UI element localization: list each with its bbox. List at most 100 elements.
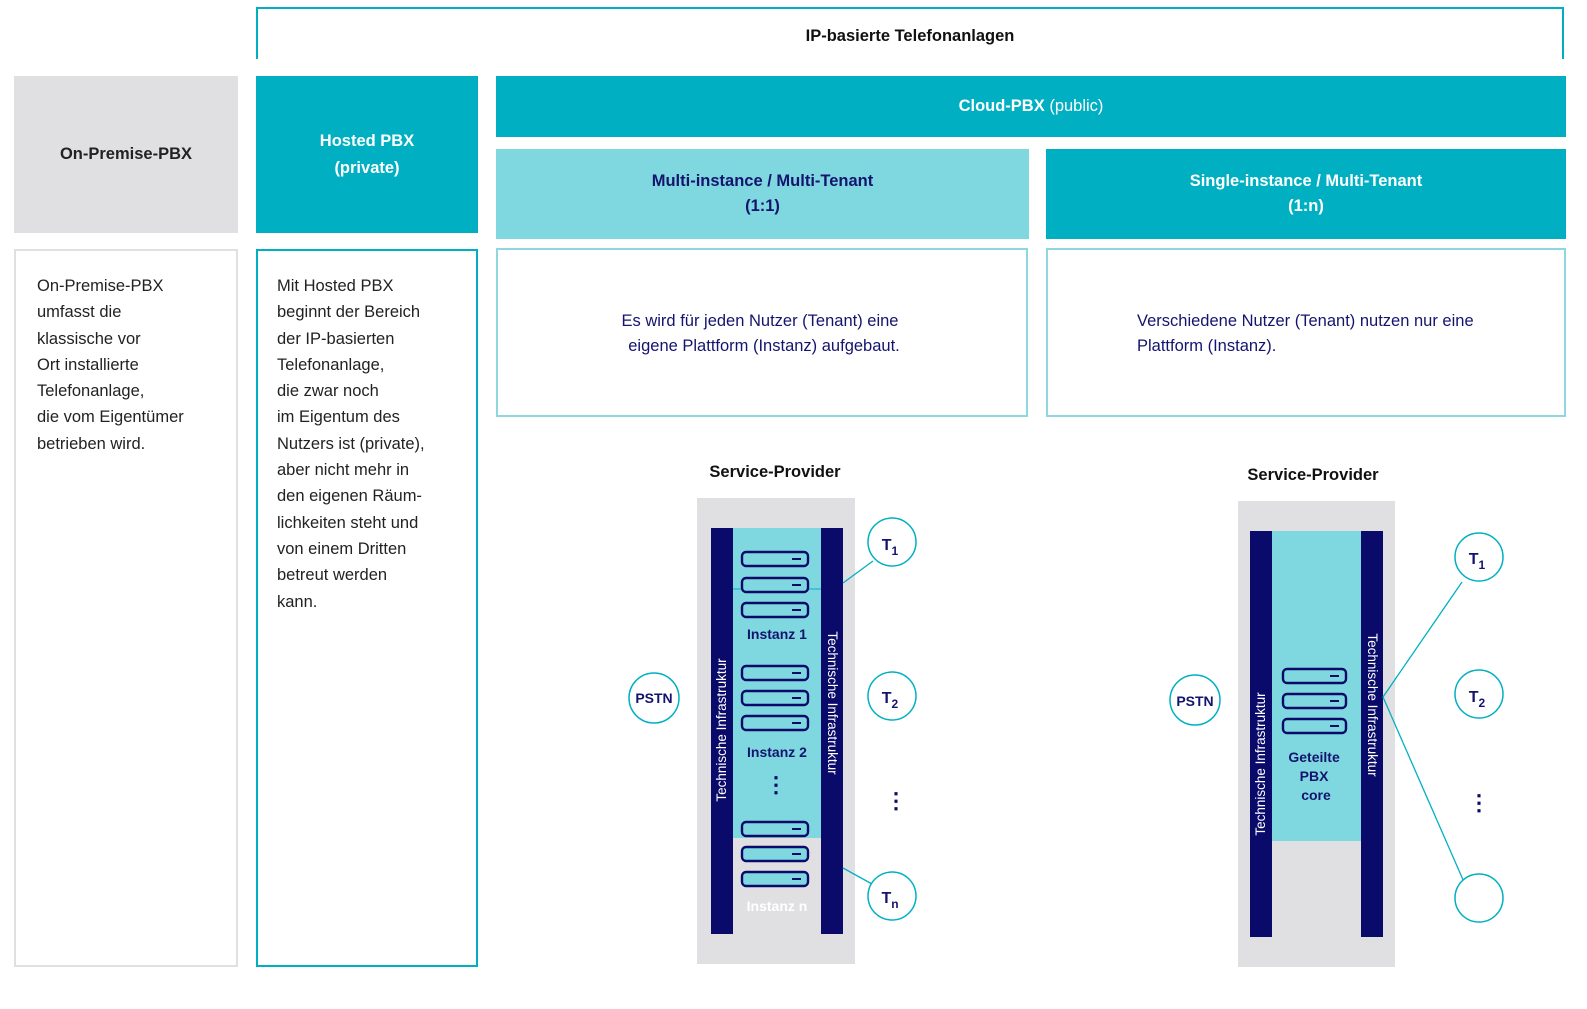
single-header-line2: (1:n) <box>1288 197 1324 215</box>
infra-bar-left <box>1250 531 1272 937</box>
infra-label-left: Technische Infrastruktur <box>714 658 729 802</box>
tenant-base: T <box>1469 551 1479 568</box>
left-provider-label: Service-Provider <box>709 462 841 481</box>
ellipsis-vertical: ⋮ <box>885 788 907 813</box>
single-header: Single-instance / Multi-Tenant (1:n) <box>1046 149 1566 239</box>
cloud-header-rest: (public) <box>1044 97 1104 115</box>
core-label: Geteilte PBX core <box>1288 749 1343 803</box>
tenant-connector <box>1382 696 1465 883</box>
tenant-label: T1 <box>1469 551 1486 572</box>
tenant-label: Tn <box>881 890 898 911</box>
infra-bar-right <box>821 528 843 934</box>
onprem-header: On-Premise-PBX <box>14 76 238 233</box>
hosted-line: Telefonanlage, <box>277 355 385 374</box>
hosted-line: Nutzers ist (private), <box>277 434 425 453</box>
single-instance-diagram: Technische Infrastruktur Technische Infr… <box>1169 501 1504 967</box>
ellipsis-vertical: ⋮ <box>1468 790 1490 815</box>
onprem-line: betrieben wird. <box>37 434 146 453</box>
server-icon <box>740 714 810 732</box>
core-label-line: core <box>1301 787 1331 803</box>
multi-body: Es wird für jeden Nutzer (Tenant) eine e… <box>496 248 1028 417</box>
multi-header-line2: (1:1) <box>745 197 780 215</box>
infra-bar-left <box>711 528 733 934</box>
header-bracket <box>256 7 1564 59</box>
hosted-line: im Eigentum des <box>277 408 400 427</box>
onprem-line: klassische vor <box>37 329 141 348</box>
onprem-line: die vom Eigentümer <box>37 408 184 427</box>
hosted-line: lichkeiten steht und <box>277 513 419 532</box>
onprem-line: Telefonanlage, <box>37 382 145 401</box>
pstn-node <box>1169 674 1221 726</box>
tenant-connector <box>842 867 873 885</box>
tenant-sub: 2 <box>1479 696 1486 710</box>
multi-line: Es wird für jeden Nutzer (Tenant) eine <box>621 312 899 330</box>
hosted-line: den eigenen Räum- <box>277 487 422 506</box>
server-icon <box>740 664 810 682</box>
hosted-line: der IP-basierten <box>277 329 395 348</box>
hosted-line: die zwar noch <box>277 382 379 401</box>
server-icon <box>740 870 810 888</box>
core-label-line: PBX <box>1300 768 1329 784</box>
tenant-node <box>867 871 917 921</box>
server-icon <box>1281 692 1348 710</box>
hosted-header-line1: Hosted PBX <box>319 131 415 150</box>
hosted-line: von einem Dritten <box>277 539 407 558</box>
tenant-sub: n <box>891 897 898 911</box>
onprem-line: On-Premise-PBX <box>37 277 164 295</box>
onprem-body: On-Premise-PBX umfasst die klassische vo… <box>14 249 238 967</box>
tenant-connector <box>842 560 874 584</box>
tenant-connector <box>1382 581 1463 698</box>
header-title: IP-basierte Telefonanlagen <box>805 26 1015 45</box>
tenant-node <box>867 517 917 567</box>
tenant-base: T <box>882 690 892 707</box>
server-icon <box>740 576 810 594</box>
hosted-line: beginnt der Bereich <box>277 303 421 322</box>
hosted-line: betreut werden <box>277 566 388 585</box>
server-icon <box>1281 667 1348 685</box>
tenant-node <box>867 671 917 721</box>
tenant-sub: 1 <box>892 544 899 558</box>
hosted-header: Hosted PBX (private) <box>256 76 478 233</box>
tenant-base: T <box>1469 689 1479 706</box>
tenant-base: T <box>882 537 892 554</box>
core-label-line: Geteilte <box>1288 749 1340 765</box>
pstn-label: PSTN <box>1176 693 1213 709</box>
hosted-header-line2: (private) <box>334 158 400 177</box>
multi-header: Multi-instance / Multi-Tenant (1:1) <box>496 149 1029 239</box>
server-icon <box>740 845 810 863</box>
infra-label-right: Technische Infrastruktur <box>1365 633 1380 777</box>
multi-line: eigene Plattform (Instanz) aufgebaut. <box>628 337 900 355</box>
single-line: Verschiedene Nutzer (Tenant) nutzen nur … <box>1137 312 1474 330</box>
instance-label: Instanz 1 <box>747 626 807 642</box>
infra-label-right: Technische Infrastruktur <box>825 631 840 775</box>
server-icon <box>740 550 810 568</box>
tenant-sub: 1 <box>1479 558 1486 572</box>
hosted-body: Mit Hosted PBX beginnt der Bereich der I… <box>256 249 478 967</box>
tenant-label: T1 <box>882 537 899 558</box>
tenant-node <box>1454 532 1504 582</box>
server-icon <box>1281 717 1348 735</box>
ellipsis-vertical: ⋮ <box>765 772 787 797</box>
cloud-header: Cloud-PBX (public) <box>496 76 1566 137</box>
single-line: Plattform (Instanz). <box>1137 337 1277 355</box>
instance-label: Instanz 2 <box>747 744 807 760</box>
server-icon <box>740 820 810 838</box>
single-header-line1: Single-instance / Multi-Tenant <box>1189 172 1423 190</box>
tenant-label: T2 <box>882 690 899 711</box>
server-icon <box>740 689 810 707</box>
tenant-node <box>1454 873 1504 923</box>
multi-instance-diagram: Technische Infrastruktur Technische Infr… <box>628 498 917 964</box>
hosted-line: Mit Hosted PBX <box>277 277 394 295</box>
onprem-line: umfasst die <box>37 303 122 322</box>
pstn-node <box>628 672 680 724</box>
server-icon <box>740 601 810 619</box>
infra-bar-right <box>1361 531 1383 937</box>
instance-label: Instanz n <box>747 898 808 914</box>
tenant-sub: 2 <box>892 697 899 711</box>
single-body: Verschiedene Nutzer (Tenant) nutzen nur … <box>1046 248 1566 417</box>
hosted-line: aber nicht mehr in <box>277 461 410 480</box>
hosted-line: kann. <box>277 592 318 611</box>
cloud-header-bold: Cloud-PBX <box>958 97 1045 115</box>
core-area <box>1272 531 1361 841</box>
multi-header-line1: Multi-instance / Multi-Tenant <box>651 172 874 190</box>
